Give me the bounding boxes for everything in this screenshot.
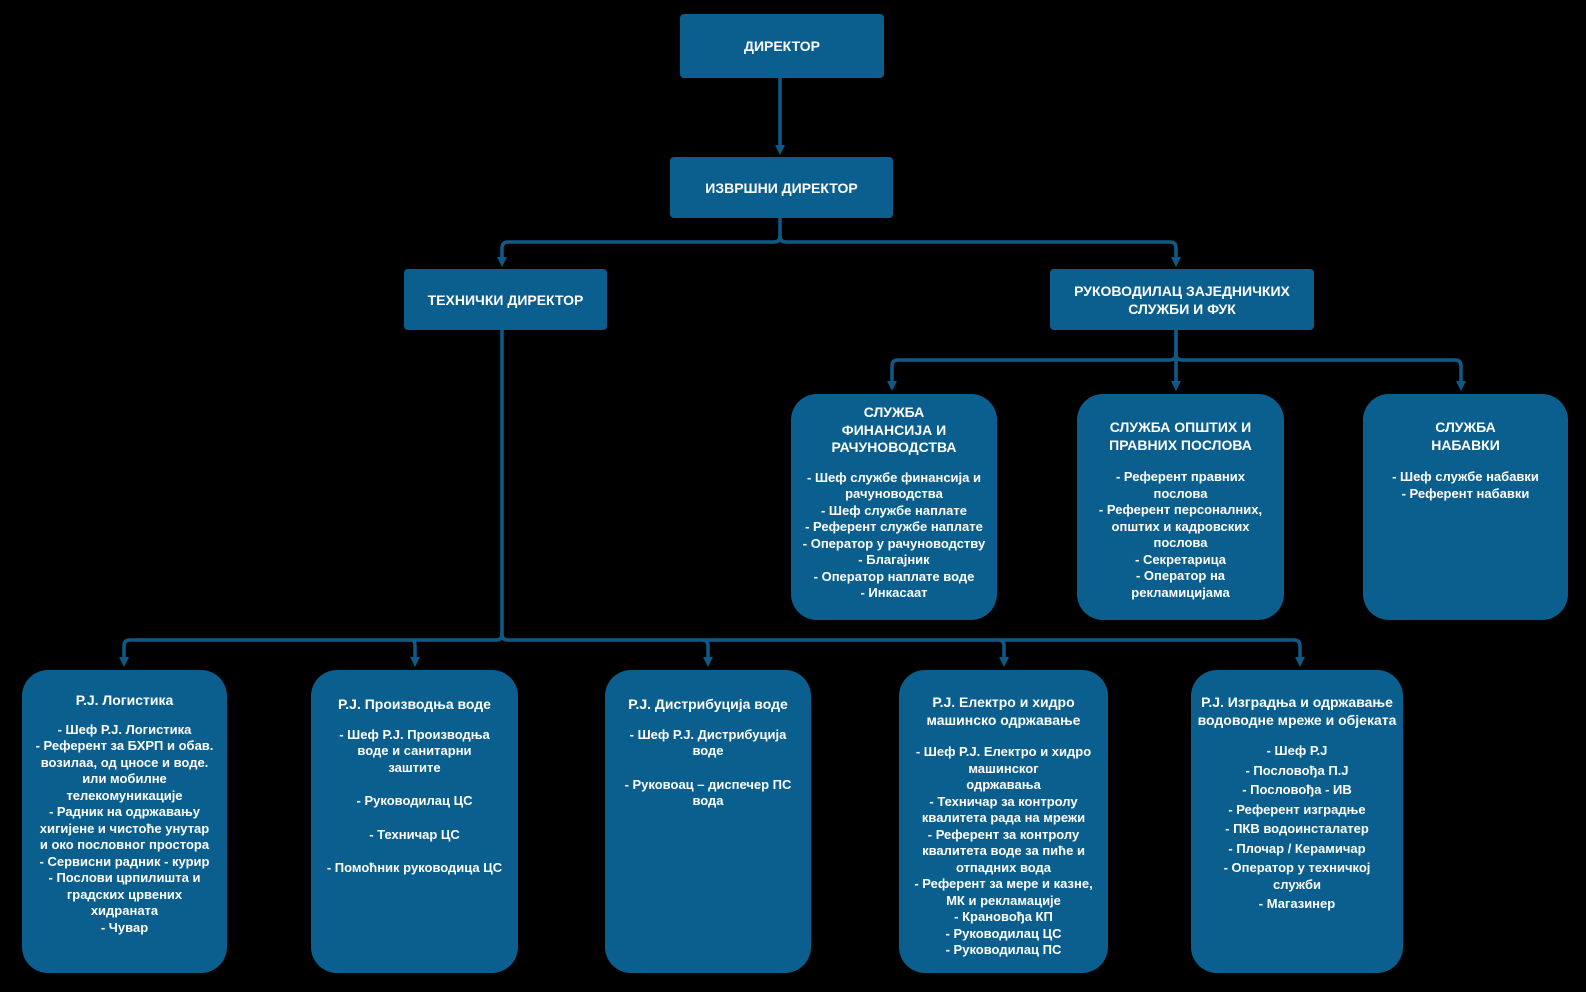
list-item: - Шеф Р.Ј. Производња воде и санитарни з… [339, 726, 490, 775]
list-item: - Референт персоналних, општих и кадровс… [1098, 502, 1263, 550]
list-item: - Шеф Р.Ј. Електро и хидро машинског одр… [915, 744, 1092, 792]
connector-common-finance [887, 330, 1178, 391]
list-item: - Плочар / Керамичар [1228, 840, 1366, 856]
connector-tech-distribution-drop [701, 638, 713, 667]
list-item: - Помоћник руководица ЦС [326, 860, 503, 875]
connector-tech-distribution [500, 633, 1305, 667]
director-title: ДИРЕКТОР [743, 38, 821, 54]
list-item: - Чувар [100, 919, 149, 935]
connector-tech-electro-drop [997, 638, 1009, 667]
list-item: - Референт службе наплате [805, 519, 983, 534]
list-item: - Руководилац ЦС [945, 925, 1062, 941]
list-item: - Инкасаат [860, 585, 928, 600]
list-item: - Референт за мере и казне, МК и реклама… [914, 876, 1093, 908]
list-item: - Оператор на рекламицијама [1131, 568, 1230, 600]
construction-unit-title: Р.Ј. Изградња и одржавање водоводне мреж… [1197, 694, 1397, 728]
list-item: - Пословођа - ИВ [1242, 782, 1352, 797]
list-item: - Благајник [858, 552, 930, 567]
list-item: - Шеф Р.Ј [1266, 743, 1328, 758]
list-item: - Референт изградње [1228, 801, 1366, 817]
list-item: - Послови црпилишта и градских црвених х… [48, 870, 201, 918]
list-item: - Шеф службе финансија и рачуноводства [807, 469, 981, 502]
list-item: - Радник на одржавању хигијене и чистоће… [39, 804, 210, 852]
connector-common-procurement [1174, 353, 1466, 391]
finance-service-box: СЛУЖБА ФИНАНСИЈА И РАЧУНОВОДСТВА - Шеф с… [791, 394, 997, 620]
logistics-unit-title: Р.Ј. Логистика [75, 692, 174, 708]
list-item: - Магазинер [1258, 896, 1336, 911]
logistics-unit-box: Р.Ј. Логистика - Шеф Р.Ј. Логистика - Ре… [22, 670, 227, 973]
list-item: - Референт набавки [1401, 485, 1530, 501]
procurement-service-title: СЛУЖБА НАБАВКИ [1431, 419, 1500, 453]
connector-exec-tech [497, 218, 782, 267]
construction-unit-box: Р.Ј. Изградња и одржавање водоводне мреж… [1191, 670, 1403, 973]
exec-director-box: ИЗВРШНИ ДИРЕКТОР [670, 157, 893, 218]
list-item: - Руководилац ПС [945, 942, 1062, 957]
finance-service-title: СЛУЖБА ФИНАНСИЈА И РАЧУНОВОДСТВА [831, 404, 957, 455]
list-item: - Секретарица [1135, 551, 1226, 567]
list-item: - Шеф службе набавки [1392, 469, 1539, 484]
electro-hydro-unit-box: Р.Ј. Електро и хидро машинско одржавање … [899, 670, 1108, 973]
water-production-unit-box: Р.Ј. Производња воде - Шеф Р.Ј. Производ… [311, 670, 518, 973]
water-distribution-unit-title: Р.Ј. Дистрибуција воде [628, 696, 788, 712]
list-item: - Референт за БХРП и обав. возилаа, од ц… [35, 738, 214, 803]
list-item: - Техничар ЦС [369, 826, 460, 842]
connector-tech-logistics [119, 633, 504, 667]
list-item: - Референт за контролу квалитета воде за… [922, 826, 1085, 875]
list-item: - Шеф Р.Ј. Дистрибуција воде [629, 726, 787, 759]
list-item: - Оператор наплате воде [813, 568, 975, 584]
list-item: - Сервисни радник - курир [39, 853, 210, 869]
tech-director-box: ТЕХНИЧКИ ДИРЕКТОР [404, 269, 607, 330]
general-legal-service-box: СЛУЖБА ОПШТИХ И ПРАВНИХ ПОСЛОВА - Рефере… [1077, 394, 1284, 620]
general-legal-service-title: СЛУЖБА ОПШТИХ И ПРАВНИХ ПОСЛОВА [1109, 419, 1252, 453]
director-box: ДИРЕКТОР [680, 14, 884, 78]
connector-tech-production [410, 638, 420, 667]
list-item: - ПКВ водоинсталатер [1225, 821, 1369, 836]
tech-director-title: ТЕХНИЧКИ ДИРЕКТОР [427, 291, 584, 308]
procurement-service-box: СЛУЖБА НАБАВКИ - Шеф службе набавки - Ре… [1363, 394, 1568, 620]
common-services-box: РУКОВОДИЛАЦ ЗАЈЕДНИЧКИХ СЛУЖБИ И ФУК [1050, 269, 1314, 330]
water-distribution-unit-box: Р.Ј. Дистрибуција воде - Шеф Р.Ј. Дистри… [605, 670, 811, 973]
list-item: - Оператор у техничкој служби [1223, 860, 1371, 892]
list-item: - Руководилац ЦС [356, 793, 473, 808]
water-production-unit-title: Р.Ј. Производња воде [338, 696, 491, 712]
list-item: - Оператор у рачуноводству [802, 535, 986, 551]
exec-director-title: ИЗВРШНИ ДИРЕКТОР [705, 179, 858, 196]
list-item: - Шеф службе наплате [820, 502, 968, 518]
list-item: - Пословођа П.Ј [1245, 762, 1349, 778]
list-item: - Крановођа КП [954, 909, 1053, 924]
electro-hydro-unit-title: Р.Ј. Електро и хидро машинско одржавање [926, 694, 1081, 728]
common-services-title: РУКОВОДИЛАЦ ЗАЈЕДНИЧКИХ СЛУЖБИ И ФУК [1074, 282, 1290, 317]
list-item: - Руковоац – диспечер ПС вода [624, 776, 792, 809]
list-item: - Техничар за контролу квалитета рада на… [921, 793, 1086, 826]
list-item: - Шеф Р.Ј. Логистика [57, 721, 192, 737]
list-item: - Референт правних послова [1115, 469, 1246, 501]
connector-exec-common [778, 235, 1181, 267]
